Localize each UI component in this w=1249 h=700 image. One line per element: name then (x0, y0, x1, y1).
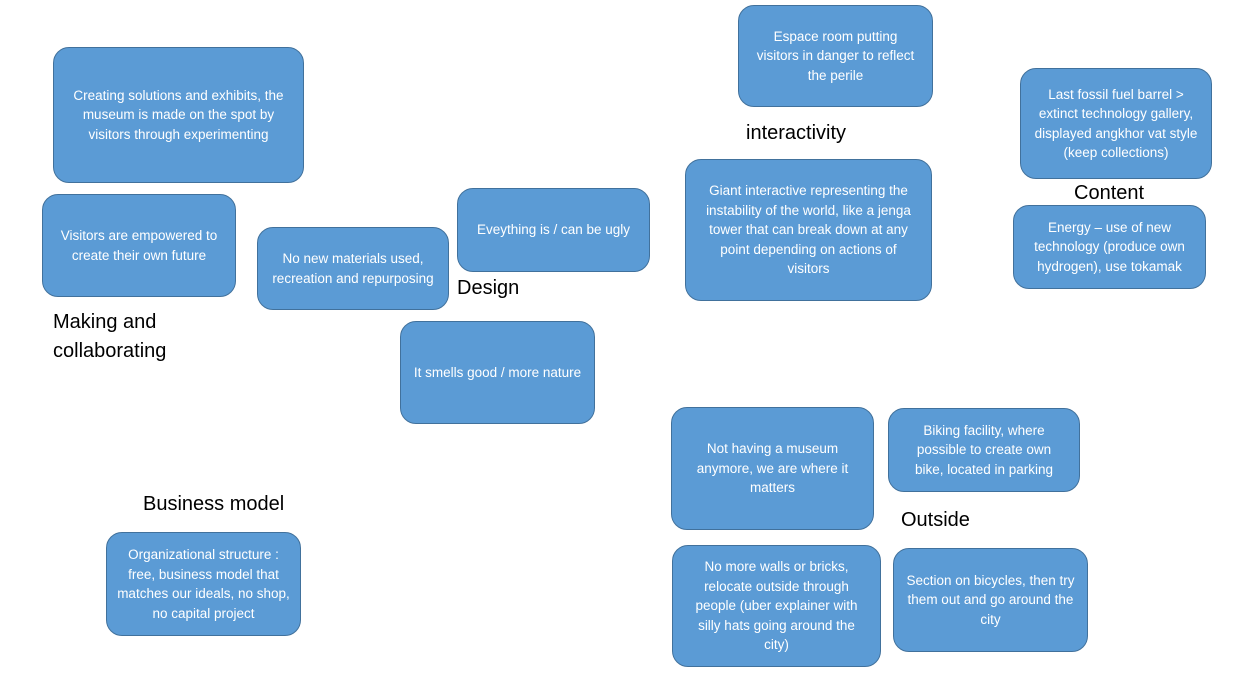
note-no-new-materials: No new materials used, recreation and re… (257, 227, 449, 310)
note-text: Energy – use of new technology (produce … (1034, 219, 1185, 274)
note-no-walls: No more walls or bricks, relocate outsid… (672, 545, 881, 667)
note-organizational-structure: Organizational structure : free, busines… (106, 532, 301, 636)
note-text: Section on bicycles, then try them out a… (906, 572, 1075, 627)
note-energy: Energy – use of new technology (produce … (1013, 205, 1206, 289)
note-section-bicycles: Section on bicycles, then try them out a… (893, 548, 1088, 652)
note-not-museum: Not having a museum anymore, we are wher… (671, 407, 874, 530)
note-text: No new materials used, recreation and re… (272, 251, 434, 286)
note-text: Not having a museum anymore, we are wher… (696, 441, 849, 496)
note-text: Last fossil fuel barrel > extinct techno… (1034, 86, 1198, 161)
note-biking-facility: Biking facility, where possible to creat… (888, 408, 1080, 492)
note-everything-ugly: Eveything is / can be ugly (457, 188, 650, 272)
note-smells-good: It smells good / more nature (400, 321, 595, 424)
note-text: Biking facility, where possible to creat… (914, 422, 1054, 477)
label-business-model: Business model (143, 493, 285, 515)
label-outside: Outside (901, 509, 970, 531)
label-making-collaborating: Making and collaborating (53, 311, 167, 362)
note-text: Giant interactive representing the insta… (706, 183, 911, 277)
note-fossil-fuel: Last fossil fuel barrel > extinct techno… (1020, 68, 1212, 179)
note-text: Espace room putting visitors in danger t… (756, 28, 915, 83)
note-giant-interactive: Giant interactive representing the insta… (685, 159, 932, 301)
label-interactivity: interactivity (746, 122, 847, 144)
note-text: Organizational structure : free, busines… (117, 547, 290, 621)
note-text: No more walls or bricks, relocate outsid… (695, 559, 858, 653)
label-design: Design (457, 277, 520, 299)
note-text: Creating solutions and exhibits, the mus… (73, 87, 284, 142)
note-creating-solutions: Creating solutions and exhibits, the mus… (53, 47, 304, 183)
note-visitors-empowered: Visitors are empowered to create their o… (42, 194, 236, 297)
note-text: Eveything is / can be ugly (476, 222, 631, 238)
note-escape-room: Espace room putting visitors in danger t… (738, 5, 933, 107)
label-content: Content (1074, 182, 1145, 204)
note-text: It smells good / more nature (413, 364, 582, 380)
note-text: Visitors are empowered to create their o… (60, 228, 218, 263)
